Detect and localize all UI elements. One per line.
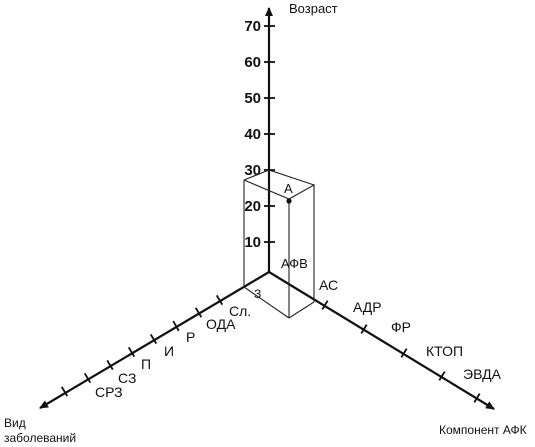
- apa-tick-mark: [438, 371, 446, 381]
- apa-label: АС: [319, 277, 338, 293]
- disease-label: Сл.: [229, 303, 251, 319]
- disease-tick-mark: [194, 307, 203, 318]
- disease-axis-title-line1: Вид: [4, 416, 26, 430]
- disease-tick-mark: [172, 320, 180, 332]
- box-edge: [288, 301, 315, 319]
- point-a-marker: [286, 198, 292, 204]
- box-edge: [243, 286, 290, 319]
- disease-label: З: [254, 287, 261, 301]
- apa-tick-mark: [400, 348, 408, 358]
- apa-label: ФР: [391, 319, 411, 335]
- apa-tick-mark: [473, 393, 481, 403]
- apa-label: КТОП: [426, 343, 463, 359]
- disease-tick-mark: [60, 386, 69, 397]
- disease-label: СЗ: [118, 370, 136, 386]
- disease-label: ОДА: [206, 316, 236, 332]
- apa-axis-title: Компонент АФК: [439, 423, 527, 437]
- disease-tick-mark: [149, 333, 158, 345]
- apa-label: ЭВДА: [463, 366, 502, 382]
- disease-label: СРЗ: [95, 384, 123, 400]
- point-a-label: А: [284, 181, 293, 196]
- disease-axis-title-line2: заболеваний: [4, 431, 76, 445]
- apa-component-axis: [268, 271, 495, 410]
- apa-tick-mark: [321, 300, 329, 310]
- age-tick-label: 40: [244, 126, 261, 143]
- disease-label: И: [164, 343, 174, 359]
- apa-tick-mark: [360, 324, 368, 334]
- disease-tick-mark: [127, 346, 136, 358]
- disease-tick-mark: [106, 359, 114, 371]
- disease-label: П: [141, 356, 151, 372]
- age-tick-label: 50: [244, 90, 261, 107]
- disease-ticks: З Сл. ОДА Р И П СЗ СРЗ: [60, 287, 261, 400]
- projection-box: А: [243, 169, 316, 319]
- age-tick-label: 10: [244, 234, 261, 251]
- apa-label: АФВ: [281, 256, 308, 271]
- age-tick-label: 20: [244, 198, 261, 215]
- disease-tick-mark: [215, 294, 224, 306]
- age-tick-label: 70: [244, 18, 261, 35]
- age-ticks: 10 20 30 40 50 60 70: [244, 18, 275, 251]
- age-tick-label: 60: [244, 54, 261, 71]
- age-axis-title: Возраст: [289, 1, 338, 16]
- disease-label: Р: [186, 329, 195, 345]
- apa-label: АДР: [353, 299, 382, 315]
- apa-ticks: АФВ АС АДР ФР КТОП ЭВДА: [281, 256, 502, 403]
- disease-tick-mark: [83, 372, 92, 384]
